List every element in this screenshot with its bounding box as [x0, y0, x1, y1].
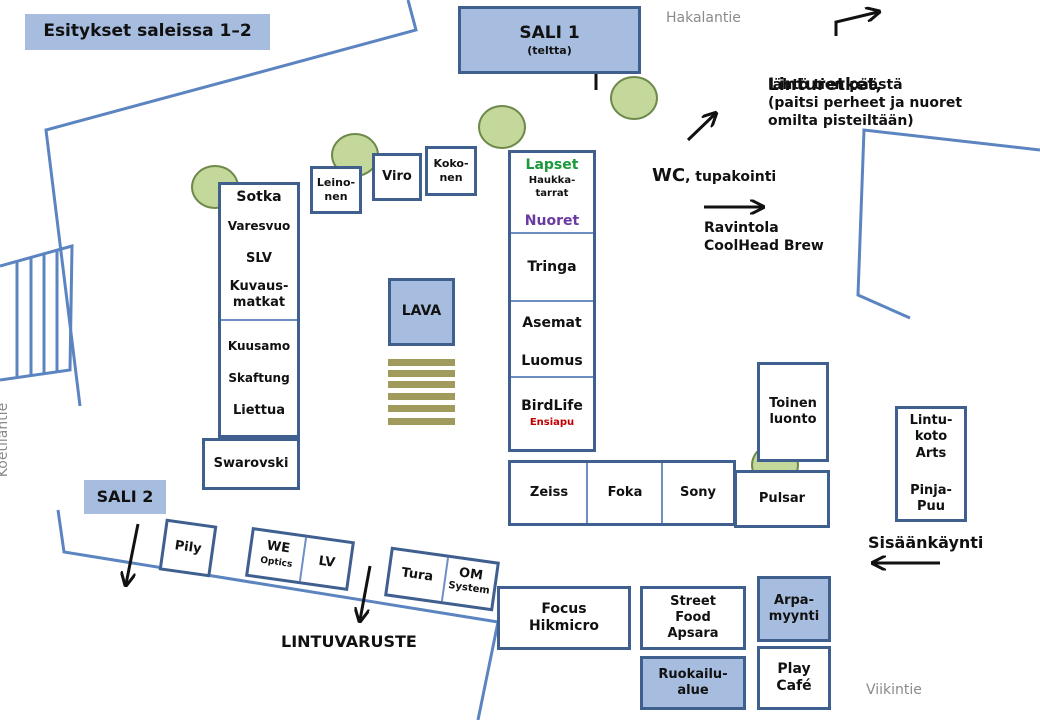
road-hakalantie: Hakalantie — [666, 10, 741, 26]
label-sisaankaynti: Sisäänkäynti — [868, 533, 984, 552]
area-playcafe-label: Play Café — [776, 660, 812, 695]
wall-east — [856, 128, 1040, 320]
arrow-wc — [686, 114, 715, 142]
area-ruokailualue[interactable]: Ruokailu- alue — [640, 656, 746, 710]
tree-icon — [610, 76, 658, 120]
stand-luomus: Luomus — [521, 353, 583, 369]
stand-column-middle[interactable]: Lapset Haukka- tarrat Nuoret Tringa Asem… — [508, 150, 596, 452]
stand-foka: Foka — [607, 485, 643, 500]
stand-divider — [511, 376, 593, 378]
sali1-sub: (teltta) — [527, 43, 572, 57]
stand-streetfood-label: Street Food Apsara — [667, 593, 719, 642]
sali1-label: SALI 1 — [519, 22, 580, 43]
arrow-sali2 — [126, 523, 140, 584]
stand-viro[interactable]: Viro — [372, 153, 422, 201]
stand-birdlife: BirdLife — [521, 398, 583, 414]
stand-swarovski-label: Swarovski — [213, 455, 289, 471]
label-linturetket: Linturetket, — [768, 54, 882, 97]
stand-divider — [511, 232, 593, 234]
stand-kokonen-label: Koko- nen — [433, 157, 469, 184]
stand-streetfood[interactable]: Street Food Apsara — [640, 586, 746, 650]
stand-pily[interactable]: Pily — [158, 518, 218, 578]
label-linturetket-sub: lähtö tien päästä (paitsi perheet ja nuo… — [768, 77, 963, 130]
stand-tringa: Tringa — [527, 259, 577, 275]
stand-viro-label: Viro — [382, 168, 412, 184]
label-wc-small: , tupakointi — [685, 168, 777, 185]
label-lintuvaruste: LINTUVARUSTE — [281, 632, 417, 651]
stand-divider — [221, 319, 297, 321]
stand-divider — [661, 463, 663, 523]
stand-leinonen-label: Leino- nen — [316, 176, 356, 203]
label-ravintola: Ravintola CoolHead Brew — [704, 220, 824, 254]
arrow-linturetket — [834, 12, 878, 36]
label-wc-big: WC — [652, 164, 686, 186]
stand-row-optics[interactable]: Zeiss Foka Sony — [508, 460, 736, 526]
stand-zeiss: Zeiss — [529, 485, 569, 500]
stand-leinonen[interactable]: Leino- nen — [310, 166, 362, 214]
label-linturetket-title: Linturetket, — [768, 75, 882, 96]
stand-lv: LV — [317, 553, 337, 571]
road-edge-south — [56, 509, 499, 624]
stand-pinjapuu: Pinja- Puu — [910, 483, 952, 515]
stand-toinen-luonto-label: Toinen luonto — [769, 395, 817, 427]
arrow-lintuvaruste — [360, 565, 372, 620]
stand-asemat: Asemat — [522, 315, 582, 331]
stand-liettua: Liettua — [232, 403, 285, 418]
stand-kuvausmatkat: Kuvaus- matkat — [229, 279, 289, 311]
stand-arpamyynti-label: Arpa- myynti — [768, 592, 820, 624]
stand-varesvuo: Varesvuo — [227, 219, 291, 233]
road-viikintie: Viikintie — [866, 682, 922, 698]
tree-icon — [478, 105, 526, 149]
stand-lintukoto: Lintu- koto Arts — [909, 413, 953, 461]
map-title: Esitykset saleissa 1–2 — [25, 14, 270, 50]
stand-column-right[interactable]: Lintu- koto Arts Pinja- Puu — [895, 406, 967, 522]
label-wc: WC, tupakointi — [652, 146, 776, 187]
stand-slv: SLV — [246, 251, 272, 266]
stand-tura: Tura — [400, 565, 435, 585]
stand-pulsar[interactable]: Pulsar — [734, 470, 830, 528]
sali1-box[interactable]: SALI 1 (teltta) — [458, 6, 641, 74]
stand-divider — [511, 300, 593, 302]
area-ruokailualue-label: Ruokailu- alue — [658, 666, 728, 698]
wall-west — [0, 244, 74, 382]
stand-focus-label: Focus Hikmicro — [528, 600, 600, 635]
stand-sony: Sony — [679, 485, 717, 500]
stand-ensiapu: Ensiapu — [529, 417, 575, 428]
stand-pulsar-label: Pulsar — [758, 490, 806, 506]
stage-label: LAVA — [401, 303, 442, 320]
area-playcafe[interactable]: Play Café — [757, 646, 831, 710]
map-title-text: Esitykset saleissa 1–2 — [43, 21, 252, 42]
road-koetilantie: Koetilantie — [0, 402, 12, 478]
stand-pily-label: Pily — [173, 538, 203, 557]
stage-steps — [388, 359, 455, 425]
stand-divider — [586, 463, 588, 523]
stand-haukkatarrat: Haukka- tarrat — [528, 175, 576, 199]
stand-arpamyynti[interactable]: Arpa- myynti — [757, 576, 831, 642]
stand-kuusamo: Kuusamo — [227, 339, 291, 353]
stand-sotka: Sotka — [236, 189, 282, 205]
wall-north-west — [44, 0, 418, 407]
stand-lapset: Lapset — [525, 157, 579, 173]
stand-focus-hikmicro[interactable]: Focus Hikmicro — [497, 586, 631, 650]
stand-skaftung: Skaftung — [228, 371, 290, 385]
sali2-box[interactable]: SALI 2 — [84, 480, 166, 514]
stand-nuoret: Nuoret — [524, 213, 580, 229]
sali2-label: SALI 2 — [96, 487, 154, 506]
stand-toinen-luonto[interactable]: Toinen luonto — [757, 362, 829, 462]
stage-lava[interactable]: LAVA — [388, 278, 455, 346]
stand-column-left[interactable]: Sotka Varesvuo SLV Kuvaus- matkat Kuusam… — [218, 182, 300, 438]
stand-swarovski[interactable]: Swarovski — [202, 438, 300, 490]
stand-kokonen[interactable]: Koko- nen — [425, 146, 477, 196]
